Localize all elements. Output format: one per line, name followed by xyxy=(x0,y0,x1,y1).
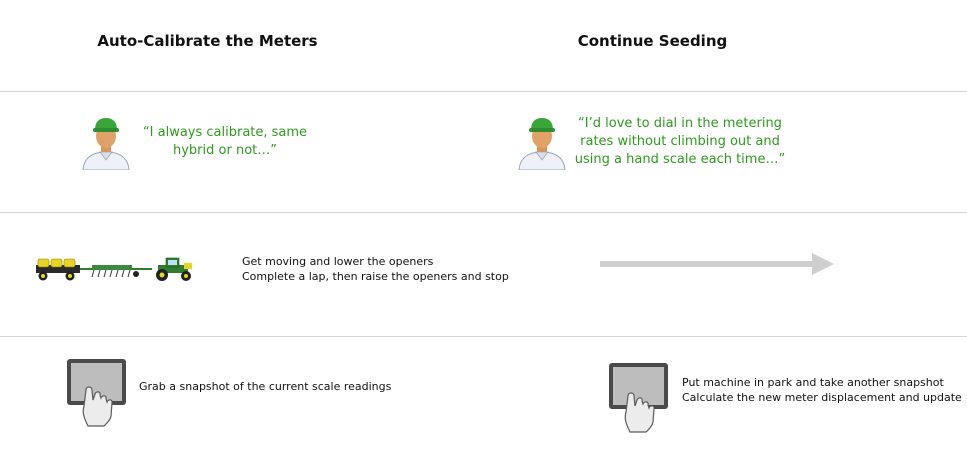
right-persona-quote: “I’d love to dial in the metering rates … xyxy=(570,115,790,169)
right-quote-line-2: rates without climbing out and xyxy=(580,134,780,149)
divider-3 xyxy=(0,336,967,337)
tablet-step-snapshot: Grab a snapshot of the current scale rea… xyxy=(139,380,392,393)
left-tablet-step: Grab a snapshot of the current scale rea… xyxy=(139,379,419,394)
left-quote-line-2: hybrid or not…” xyxy=(173,143,277,158)
right-quote-line-1: “I’d love to dial in the metering xyxy=(578,116,782,131)
right-tablet-steps: Put machine in park and take another sna… xyxy=(682,375,964,405)
field-steps: Get moving and lower the openers Complet… xyxy=(242,254,542,284)
right-quote-line-3: using a hand scale each time…” xyxy=(574,152,786,167)
arrow-right-icon xyxy=(600,253,834,275)
left-column-title: Auto-Calibrate the Meters xyxy=(97,32,318,50)
right-column-title: Continue Seeding xyxy=(577,32,728,50)
tractor-planter-icon xyxy=(36,257,192,281)
tablet-touch-icon xyxy=(67,359,126,427)
left-persona-quote: “I always calibrate, same hybrid or not…… xyxy=(140,124,310,160)
left-quote-line-1: “I always calibrate, same xyxy=(142,125,308,140)
tablet-step-calculate-update: Calculate the new meter displacement and… xyxy=(682,391,962,404)
farmer-icon xyxy=(518,118,566,170)
tablet-step-park-snapshot: Put machine in park and take another sna… xyxy=(682,376,944,389)
field-step-1: Get moving and lower the openers xyxy=(242,255,434,268)
divider-2 xyxy=(0,212,967,213)
divider-1 xyxy=(0,91,967,92)
tablet-touch-icon xyxy=(609,363,668,433)
farmer-icon xyxy=(82,118,130,170)
field-step-2: Complete a lap, then raise the openers a… xyxy=(242,270,509,283)
